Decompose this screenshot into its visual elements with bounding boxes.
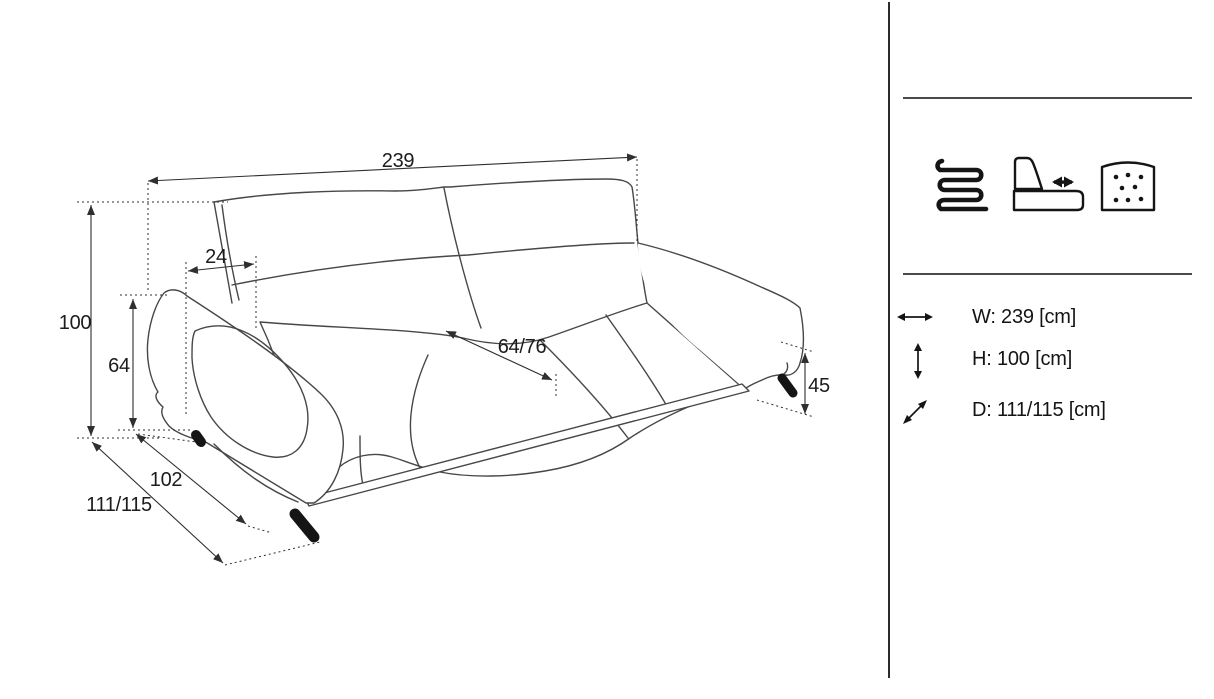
pocket-springs-icon [1100,161,1156,212]
seat-back [1013,156,1044,191]
panel-rule-top [903,97,1192,99]
dim-label-seat-platform-depth: 102 [149,469,183,491]
dim-line-overall-depth [91,441,224,564]
dimension-lines [77,153,815,566]
front-right-leg [777,373,798,398]
serpentine-springs-icon [935,158,989,212]
spring-dots [1113,172,1144,203]
width-arrow-icon [897,313,933,321]
backrest-left-seam [221,204,240,301]
spec-width: W: 239 [cm] [972,306,1077,328]
dim-label-overall-width: 239 [381,150,415,172]
height-arrow-icon [914,343,922,379]
dim-label-overall-depth: 111/115 [86,494,152,516]
dim-label-backrest-depth: 24 [205,246,227,268]
backrest-center-seam [443,187,482,329]
spec-height: H: 100 [cm] [972,348,1073,370]
dim-label-armrest-height: 64 [108,355,130,377]
panel-rule-bottom [903,273,1192,275]
front-left-leg [289,508,320,543]
dim-label-seat-depth: 64/76 [497,336,547,358]
dim-label-overall-height: 100 [58,312,92,334]
dim-line-overall-width [147,153,638,185]
seat-front-seam [359,435,364,486]
seat-base [1012,189,1085,212]
dim-line-backrest-depth [187,261,255,274]
seat-center-seam-right [605,314,669,409]
dim-label-base-clearance: 45 [808,375,830,397]
sofa-drawing [146,178,805,543]
armrest-cushion [191,325,309,458]
backrest-horizontal-seam [231,242,635,286]
dim-line-seat-depth [445,330,553,381]
spec-depth: D: 111/115 [cm] [972,399,1106,421]
panel-divider [888,2,890,678]
slide-arrow [1052,176,1074,188]
rear-left-leg [191,430,206,447]
sliding-seat-icon [1012,156,1085,212]
depth-arrow-icon [903,400,927,424]
seat-front-left-seam [409,354,429,469]
